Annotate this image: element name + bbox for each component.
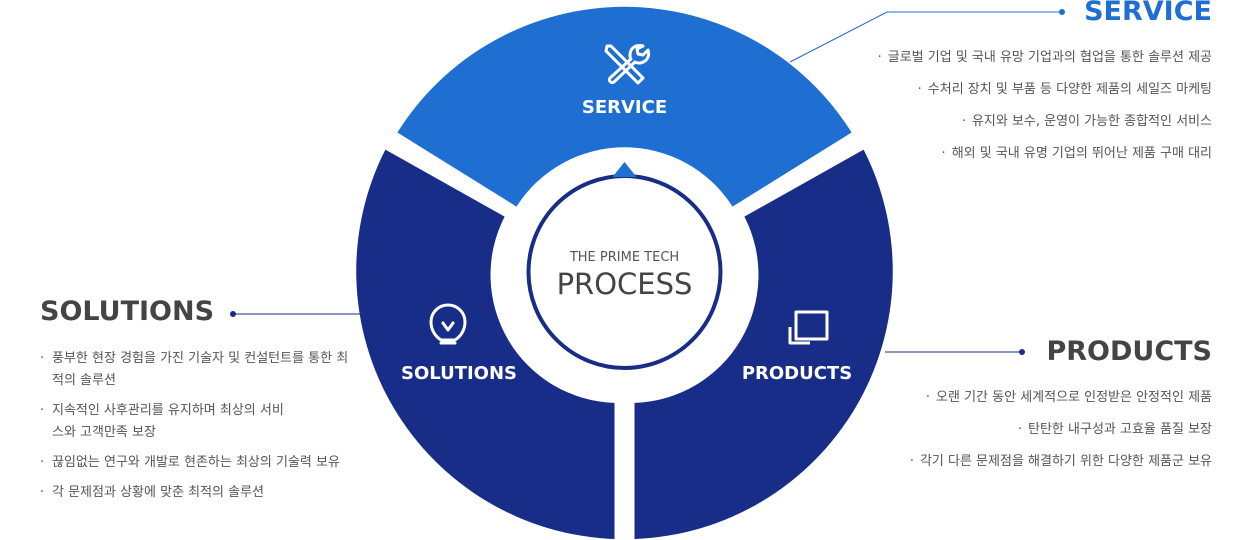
- solutions-segment[interactable]: [356, 149, 615, 539]
- solutions-heading: SOLUTIONS: [40, 296, 215, 327]
- service-connector: [789, 9, 1065, 63]
- list-item: ·오랜 기간 동안 세계적으로 인정받은 안정적인 제품: [925, 390, 1212, 405]
- lightbulb-icon: [429, 303, 467, 345]
- list-item: ·탄탄한 내구성과 고효율 품질 보장: [1017, 422, 1212, 437]
- solutions-list: ·풍부한 현장 경험을 가진 기술자 및 컨설턴트를 통한 최적의 솔루션 ·지…: [40, 348, 400, 512]
- products-heading: PRODUCTS: [1046, 336, 1212, 367]
- list-item: ·끊임없는 연구와 개발로 현존하는 최상의 기술력 보유: [40, 455, 340, 470]
- center-subtitle: THE PRIME TECH: [569, 250, 679, 265]
- stacked-squares-icon: [788, 310, 829, 345]
- service-segment[interactable]: [397, 6, 852, 207]
- products-segment[interactable]: [634, 149, 893, 539]
- hub-pointer: [612, 162, 637, 177]
- center-title: PROCESS: [557, 267, 693, 301]
- list-item: ·수처리 장치 및 부품 등 다양한 제품의 세일즈 마케팅: [917, 82, 1212, 97]
- list-item: ·글로벌 기업 및 국내 유망 기업과의 협업을 통한 솔루션 제공: [877, 50, 1212, 65]
- list-item: ·유지와 보수, 운영이 가능한 종합적인 서비스: [961, 114, 1212, 129]
- service-list: ·글로벌 기업 및 국내 유망 기업과의 협업을 통한 솔루션 제공 ·수처리 …: [878, 50, 1212, 178]
- list-item: ·해외 및 국내 유명 기업의 뛰어난 제품 구매 대리: [941, 146, 1212, 161]
- segment-label-solutions: SOLUTIONS: [401, 363, 517, 384]
- solutions-connector: [230, 311, 363, 317]
- list-item: ·지속적인 사후관리를 유지하며 최상의 서비스와 고객만족 보장: [40, 403, 284, 440]
- products-list: ·오랜 기간 동안 세계적으로 인정받은 안정적인 제품 ·탄탄한 내구성과 고…: [910, 390, 1212, 486]
- wrench-screwdriver-icon: [604, 44, 651, 85]
- segment-label-products: PRODUCTS: [742, 363, 852, 384]
- list-item: ·각기 다른 문제점을 해결하기 위한 다양한 제품군 보유: [909, 454, 1212, 469]
- list-item: ·각 문제점과 상황에 맞춘 최적의 솔루션: [40, 485, 265, 500]
- list-item: ·풍부한 현장 경험을 가진 기술자 및 컨설턴트를 통한 최적의 솔루션: [40, 351, 349, 388]
- products-connector: [885, 349, 1025, 355]
- service-heading: SERVICE: [1084, 0, 1212, 27]
- segment-label-service: SERVICE: [582, 97, 667, 118]
